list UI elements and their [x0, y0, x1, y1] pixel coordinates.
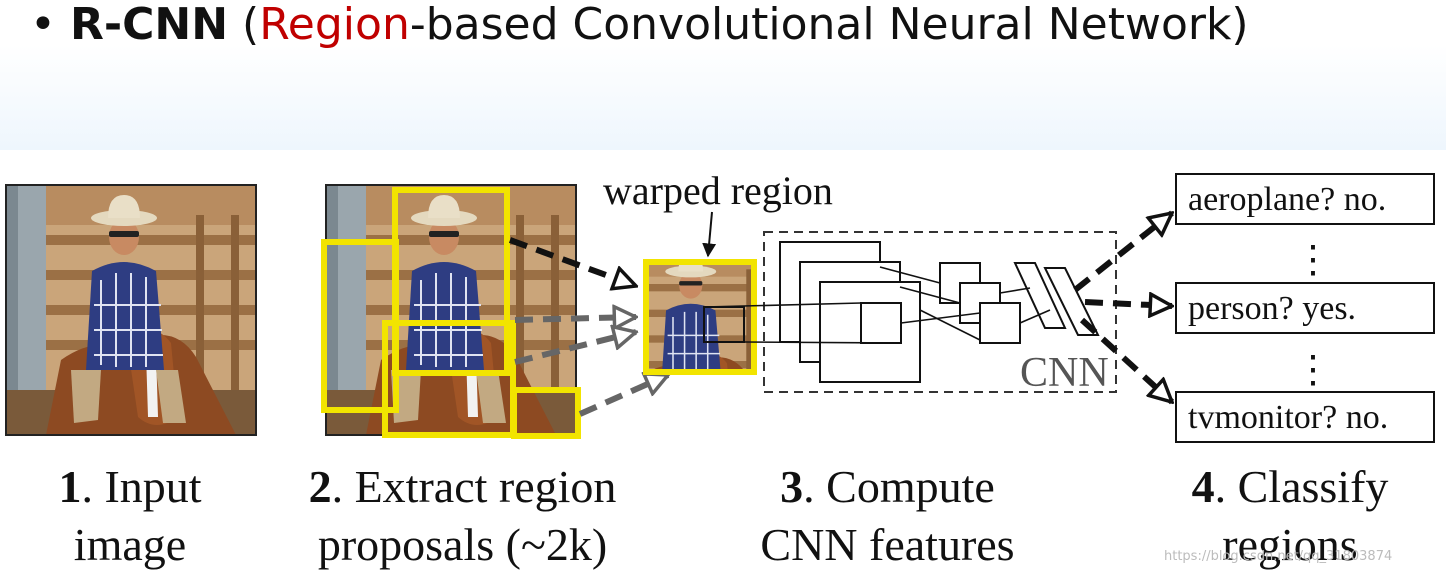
step-number: 4 — [1191, 461, 1215, 512]
step-line2: regions — [1222, 519, 1358, 570]
class-output-label: tvmonitor? no. — [1188, 399, 1388, 436]
cnn-feature-maps — [779, 241, 1100, 383]
step-caption-4: 4. Classify regions — [1150, 458, 1430, 574]
step-line2: CNN features — [760, 519, 1015, 570]
proposal-box — [511, 387, 581, 439]
step-number: 2 — [308, 461, 332, 512]
heading-highlight: Region — [259, 0, 410, 50]
step-line2: proposals (~2k) — [317, 519, 608, 570]
output-arrow — [1073, 213, 1172, 293]
step-line1: . Input — [81, 461, 202, 512]
region-proposals-image — [321, 184, 581, 439]
step-caption-3: 3. Compute CNN features — [725, 458, 1050, 574]
step-line2: image — [73, 519, 187, 570]
step-line1: . Classify — [1214, 461, 1389, 512]
step-number: 1 — [58, 461, 82, 512]
step-caption-1: 1. Input image — [20, 458, 240, 574]
output-arrow — [1079, 317, 1172, 402]
step-caption-2: 2. Extract region proposals (~2k) — [270, 458, 655, 574]
cnn-label: CNN — [1020, 350, 1109, 396]
step-number: 3 — [780, 461, 804, 512]
proposal-arrow — [514, 332, 636, 365]
class-output-label: person? yes. — [1188, 290, 1356, 327]
heading-rest: -based Convolutional Neural Network) — [409, 0, 1249, 50]
proposal-arrow — [514, 317, 636, 320]
warped-region-pointer — [702, 211, 717, 258]
proposal-box — [382, 320, 516, 438]
class-output-person: person? yes. — [1175, 282, 1435, 334]
ellipsis: ⋮ — [1294, 239, 1332, 281]
rcnn-pipeline-diagram: warped region CNN aeropla — [5, 168, 1435, 443]
step-line1: . Compute — [803, 461, 995, 512]
heading-abbr: R-CNN — [69, 0, 229, 50]
class-output-aeroplane: aeroplane? no. — [1175, 173, 1435, 225]
slide-heading: • R-CNN (Region-based Convolutional Neur… — [0, 0, 1446, 150]
heading-text: • R-CNN (Region-based Convolutional Neur… — [30, 0, 1249, 50]
ellipsis: ⋮ — [1294, 349, 1332, 391]
output-arrow — [1084, 302, 1172, 306]
class-output-tvmonitor: tvmonitor? no. — [1175, 391, 1435, 443]
class-output-label: aeroplane? no. — [1188, 181, 1386, 218]
heading-open-paren: ( — [228, 0, 260, 50]
input-image — [5, 184, 257, 436]
watermark: https://blog.csdn.net/qq_31803874 — [1164, 549, 1393, 564]
proposal-arrow — [508, 237, 636, 286]
cnn-connections — [703, 266, 1051, 344]
heading-bullet: • — [30, 0, 56, 50]
step-line1: . Extract region — [331, 461, 617, 512]
proposal-arrow — [578, 375, 668, 417]
warped-region-label: warped region — [603, 168, 833, 213]
